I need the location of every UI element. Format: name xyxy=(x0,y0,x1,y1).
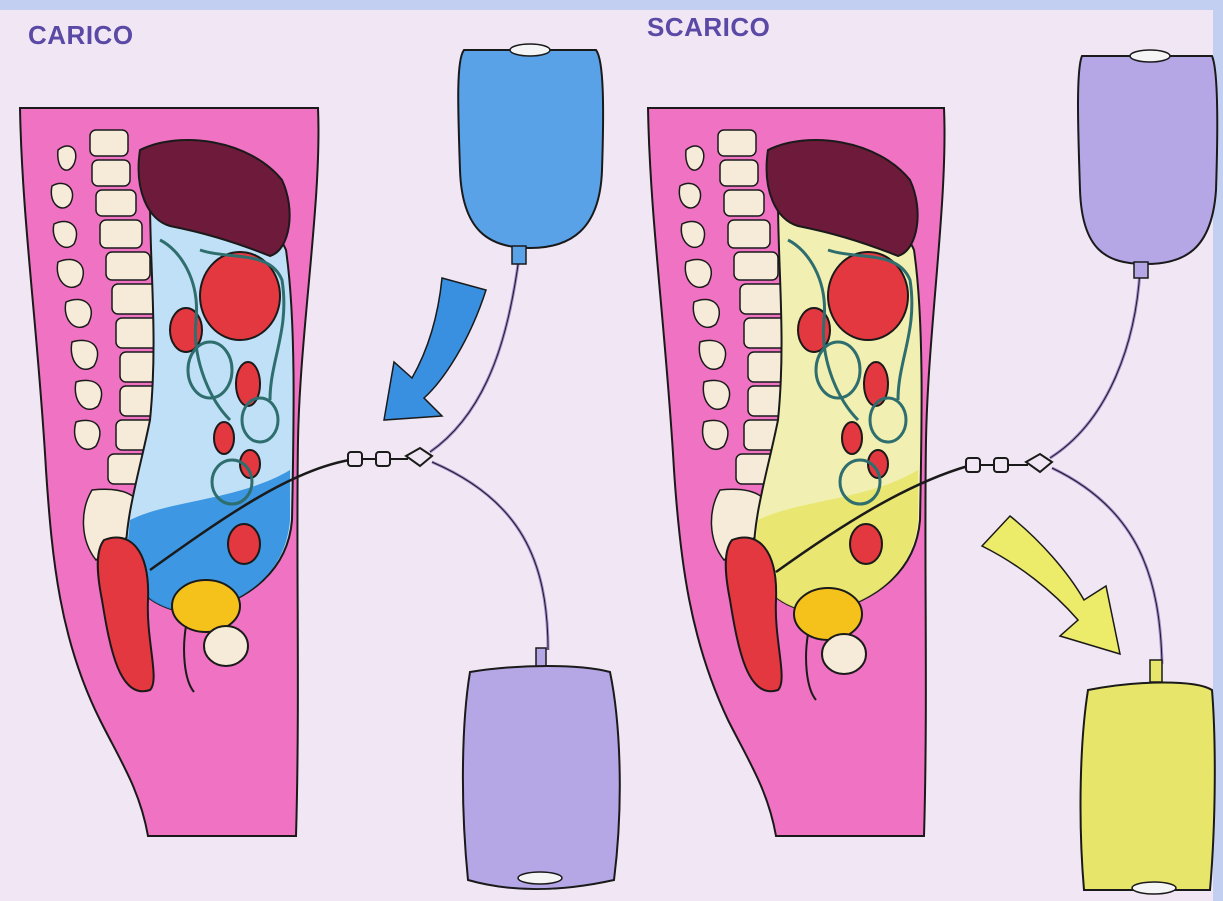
panel-title-scarico: SCARICO xyxy=(647,12,770,43)
bladder-right xyxy=(794,588,862,640)
panel-carico xyxy=(20,44,620,889)
pubic-bone-right xyxy=(822,634,866,674)
drain-bag-lower-right xyxy=(1081,660,1215,894)
inflow-arrow-left xyxy=(384,278,486,420)
outflow-tube-left xyxy=(432,462,548,650)
tube-connector-right xyxy=(966,454,1052,472)
dialysate-bag-upper-left xyxy=(458,44,603,264)
tube-connector-left xyxy=(348,448,432,466)
panel-scarico xyxy=(648,50,1217,894)
panel-title-carico: CARICO xyxy=(28,20,134,51)
outflow-arrow-right xyxy=(982,516,1120,654)
drain-bag-lower-left xyxy=(463,648,620,889)
pubic-bone-left xyxy=(204,626,248,666)
dialysate-bag-upper-right xyxy=(1078,50,1217,278)
inflow-tube-right xyxy=(1050,270,1140,458)
bladder-left xyxy=(172,580,240,632)
